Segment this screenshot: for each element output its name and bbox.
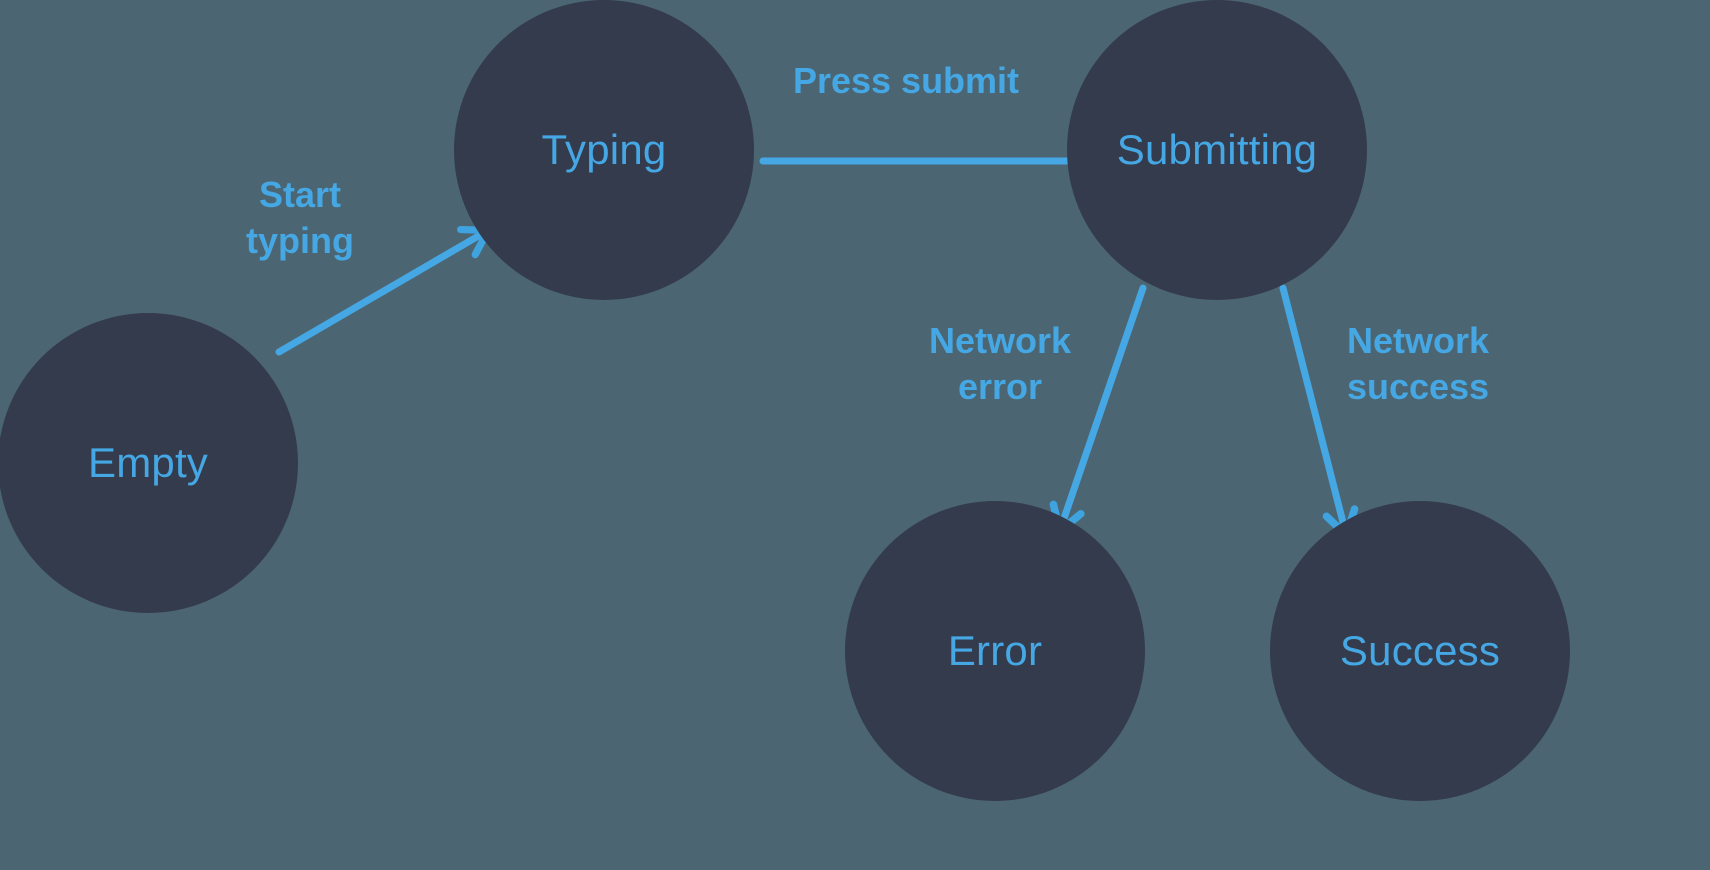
state-node-label: Submitting (1116, 126, 1318, 173)
state-node-typing[interactable]: Typing (454, 0, 754, 300)
edge-arrow-network-success (1279, 284, 1359, 540)
state-node-empty[interactable]: Empty (0, 313, 298, 613)
edge-arrow-start-typing (275, 225, 492, 356)
transition-label-network-success: Network success (1346, 319, 1490, 407)
state-node-submitting[interactable]: Submitting (1067, 0, 1367, 300)
transition-label-start-typing: Start typing (246, 173, 354, 261)
state-node-error[interactable]: Error (845, 501, 1145, 801)
transition-label-press-submit: Press submit (792, 59, 1020, 101)
edge-arrow-network-error (1049, 284, 1147, 535)
state-node-label: Error (947, 627, 1043, 674)
transition-label-network-error: Network error (928, 319, 1072, 407)
state-node-label: Typing (541, 126, 667, 173)
state-node-label: Empty (87, 439, 209, 486)
state-node-label: Success (1339, 627, 1501, 674)
state-node-success[interactable]: Success (1270, 501, 1570, 801)
